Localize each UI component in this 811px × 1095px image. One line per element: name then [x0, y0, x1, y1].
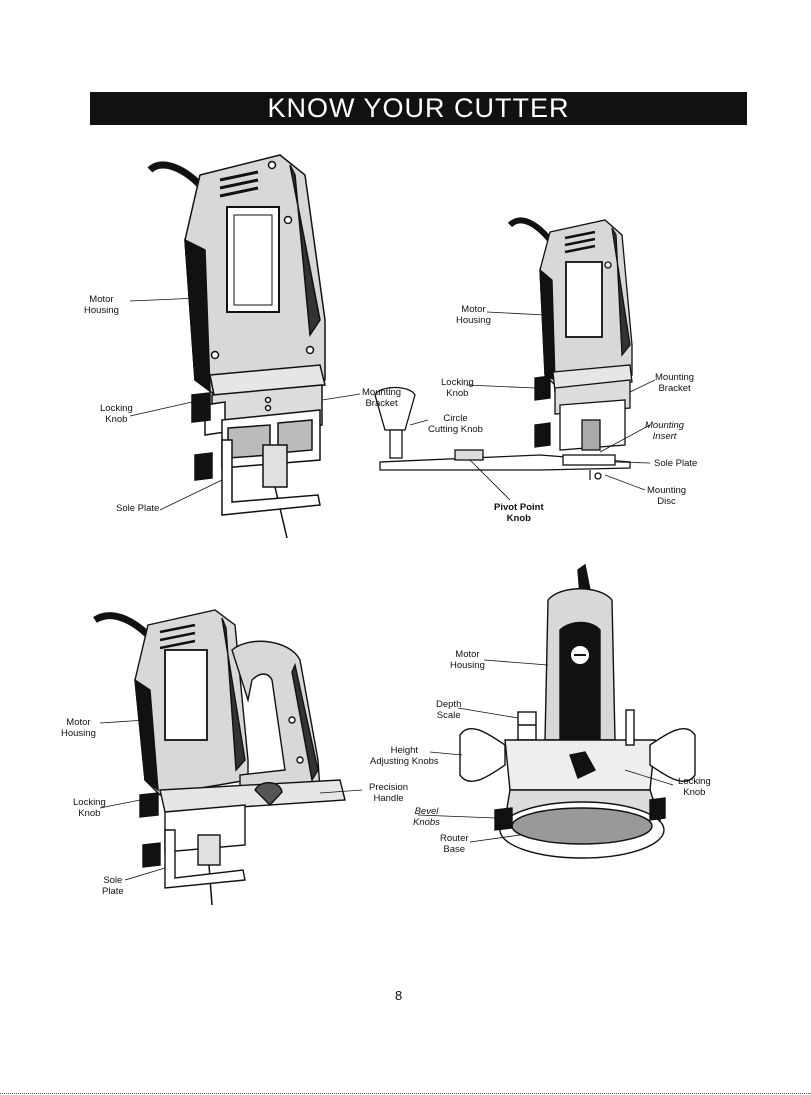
handle-illustration — [93, 609, 346, 906]
router-depth-scale-label: Depth Scale — [436, 699, 462, 721]
circle-mounting-disc-label: Mounting Disc — [647, 485, 687, 507]
bottom-divider — [0, 1093, 811, 1095]
page-number: 8 — [395, 988, 403, 1003]
handle-locking-knob-label: Locking Knob — [73, 797, 106, 819]
title-banner: KNOW YOUR CUTTER — [90, 92, 747, 125]
handle-motor-housing-label: Motor Housing — [61, 717, 96, 739]
circle-cutting-illustration — [374, 217, 633, 480]
circle-motor-housing-label: Motor Housing — [456, 304, 491, 326]
circle-pivot-point-knob-label: Pivot Point Knob — [494, 502, 544, 524]
router-locking-knob-label: Locking Knob — [678, 776, 711, 798]
circle-sole-plate-label: Sole Plate — [654, 458, 698, 469]
page-title: KNOW YOUR CUTTER — [267, 93, 570, 123]
leader-lines — [99, 297, 674, 881]
cutter-motor-housing-label: Motor Housing — [84, 294, 119, 316]
circle-mounting-bracket-left-label: Mounting Bracket — [362, 387, 402, 409]
circle-mounting-insert-label: Mounting Insert — [645, 420, 685, 442]
cutter-illustration — [147, 154, 326, 539]
cutter-sole-plate-label: Sole Plate — [116, 503, 160, 514]
router-precision-handle-label: Precision Handle — [369, 782, 409, 804]
circle-locking-knob-label: Locking Knob — [441, 377, 474, 399]
router-motor-housing-label: Motor Housing — [450, 649, 485, 671]
circle-cutting-knob-label: Circle Cutting Knob — [428, 413, 483, 435]
router-base-label: Router Base — [440, 833, 469, 855]
cutter-locking-knob-label: Locking Knob — [100, 403, 133, 425]
router-bevel-knobs-label: Bevel Knobs — [413, 806, 440, 828]
handle-sole-plate-label: Sole Plate — [102, 875, 124, 897]
circle-mounting-bracket-right-label: Mounting Bracket — [655, 372, 695, 394]
router-illustration — [459, 563, 696, 859]
router-height-adjusting-knobs-label: Height Adjusting Knobs — [370, 745, 439, 767]
